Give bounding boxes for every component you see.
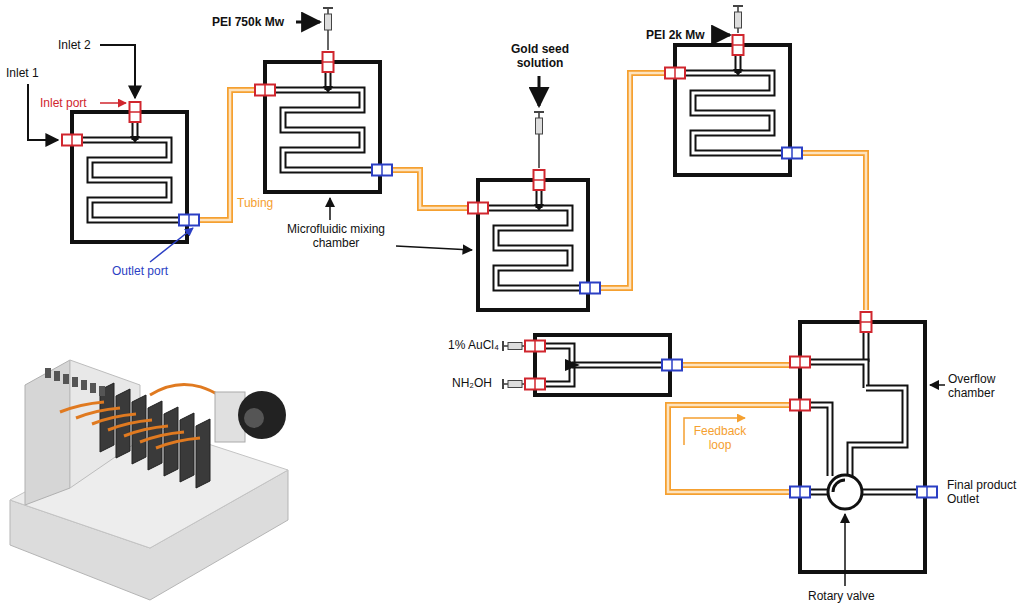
label: PEI 750k Mw — [212, 15, 296, 29]
pointer-arrow — [538, 76, 541, 106]
label: Feedback loop — [692, 424, 748, 452]
port — [372, 165, 392, 176]
overflow-chip — [800, 322, 925, 572]
label: Rotary valve — [808, 589, 875, 603]
tube-bore — [600, 73, 665, 288]
mixing-chip — [265, 62, 380, 192]
tube-wall — [802, 153, 866, 310]
pointer-arrow — [100, 102, 126, 104]
port — [733, 35, 744, 55]
ports — [62, 35, 937, 498]
channel-wall — [800, 405, 830, 476]
tube-bore — [802, 153, 866, 310]
port — [580, 283, 600, 294]
channel — [572, 364, 670, 367]
channel — [478, 208, 588, 288]
port — [62, 135, 82, 146]
port — [861, 312, 872, 332]
channel — [675, 73, 790, 153]
chip-body — [72, 112, 187, 242]
label: Inlet port — [40, 96, 87, 110]
port — [662, 360, 682, 371]
chips — [72, 6, 925, 572]
mixing-chip — [72, 112, 187, 242]
syringe — [323, 8, 333, 50]
syringe — [503, 341, 524, 351]
label: Inlet 2 — [58, 38, 91, 52]
syringe — [733, 6, 743, 33]
channel-wall — [675, 73, 790, 153]
port — [917, 487, 937, 498]
channel-wall — [478, 208, 588, 288]
port — [179, 215, 199, 226]
pointer-arrow — [712, 34, 730, 37]
port — [782, 148, 802, 159]
port — [323, 52, 334, 72]
channel — [862, 491, 925, 494]
channel — [850, 388, 905, 476]
tube-wall — [392, 170, 468, 208]
chip-body — [800, 322, 925, 572]
label: NH₂OH — [452, 376, 492, 390]
tube-wall — [682, 362, 790, 368]
label: Overflow chamber — [948, 372, 1014, 400]
port — [255, 85, 275, 96]
port — [525, 379, 545, 390]
mixing-chip — [675, 45, 790, 175]
chip-body — [265, 62, 380, 192]
pointer-arrow — [329, 198, 331, 220]
label: Tubing — [237, 196, 273, 210]
tube-wall — [600, 73, 665, 288]
device-render — [10, 360, 288, 600]
channel-wall — [862, 489, 925, 496]
pointer-arrows — [28, 22, 945, 586]
tube-bore — [392, 170, 468, 208]
port — [525, 341, 545, 352]
pointer-arrow — [844, 514, 846, 586]
syringe — [503, 379, 524, 389]
channel — [800, 405, 830, 476]
port — [665, 68, 685, 79]
channel-wall — [850, 388, 905, 476]
pointer-arrow — [150, 228, 193, 262]
pointer-arrow — [396, 246, 472, 250]
chip-body — [535, 335, 670, 395]
port — [130, 102, 141, 122]
label: Final product Outlet — [947, 478, 1019, 506]
label: 1% AuCl₄ — [448, 338, 499, 352]
tube-wall — [668, 405, 790, 492]
channel — [72, 140, 187, 220]
merge-chip — [535, 335, 670, 395]
label: PEI 2k Mw — [646, 28, 712, 42]
syringe — [534, 112, 544, 168]
port — [468, 203, 488, 214]
tube-bore — [668, 405, 790, 492]
mixing-chip — [478, 180, 588, 310]
channel-wall — [72, 140, 187, 220]
channel-wall — [265, 90, 380, 170]
label: Microfluidic mixing chamber — [280, 222, 392, 250]
label: Inlet 1 — [6, 66, 39, 80]
tube-bore — [682, 364, 790, 367]
chip-body — [478, 180, 588, 310]
port — [790, 400, 810, 411]
pointer-arrow — [930, 384, 945, 386]
label: Outlet port — [112, 264, 168, 278]
port — [534, 170, 545, 190]
rotary-valve — [828, 475, 862, 509]
pointer-arrow — [28, 84, 58, 140]
channel — [265, 90, 380, 170]
channel-wall — [572, 362, 670, 369]
pointer-arrow — [100, 45, 135, 98]
label: Gold seed solution — [500, 42, 580, 70]
port — [790, 357, 810, 368]
pointer-arrow — [296, 21, 320, 24]
chip-body — [675, 45, 790, 175]
port — [790, 487, 810, 498]
